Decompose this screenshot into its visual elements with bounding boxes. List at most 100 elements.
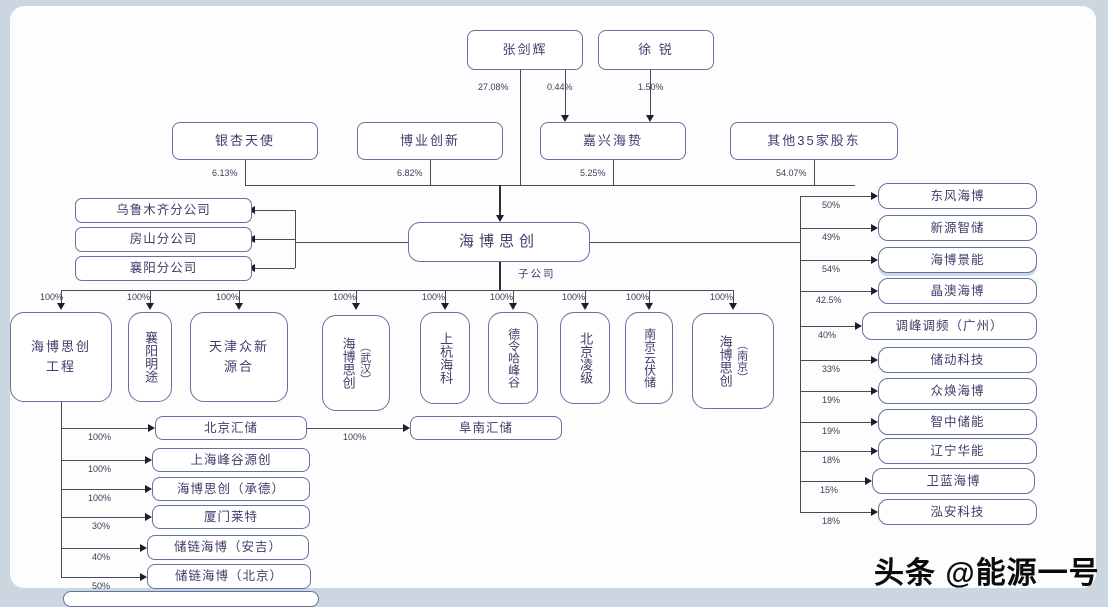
connector-line: [800, 326, 856, 327]
pct-label: 5.25%: [580, 168, 606, 178]
connector-line: [800, 391, 872, 392]
node-label: 储链海博（安吉）: [173, 540, 282, 555]
pct-label: 40%: [818, 330, 837, 340]
toutiao-watermark: 头条 @能源一号: [874, 557, 1100, 590]
arrow-right: [855, 322, 862, 330]
pct-label: 30%: [92, 521, 111, 531]
arrow-right: [403, 424, 410, 432]
connector-line: [650, 70, 651, 116]
node-label: 智中储能: [930, 414, 985, 429]
arrow-down: [496, 215, 504, 222]
pct-label: 100%: [490, 292, 514, 302]
arrow-right: [871, 387, 878, 395]
connector-line: [499, 262, 501, 290]
arrow-right: [140, 573, 147, 581]
pct-label: 6.13%: [212, 168, 238, 178]
node-haibosichuang: 海博思创: [408, 222, 590, 262]
connector-line: [245, 160, 246, 185]
connector-line: [61, 548, 141, 549]
node-zhizhong-chuneng: 智中储能: [878, 409, 1037, 435]
node-label: 北京汇储: [203, 420, 258, 435]
connector-line: [590, 242, 800, 243]
pct-label: 100%: [422, 292, 446, 302]
node-chulian-beijing: 储链海博（北京）: [147, 564, 311, 589]
arrow-down: [235, 303, 243, 310]
node-sub-nanjing-yunfuchu: 南京云伏储: [625, 312, 673, 404]
connector-line: [61, 290, 62, 304]
pct-label: 27.08%: [478, 82, 509, 92]
connector-line: [356, 290, 357, 304]
node-label: 南京云伏储: [642, 328, 657, 388]
node-label: 天津众新源合: [208, 338, 269, 374]
node-label: 德令哈峰谷: [506, 328, 521, 388]
node-label: 储动科技: [930, 352, 985, 367]
node-other-35-shareholders: 其他35家股东: [730, 122, 898, 160]
children-group-label: 子公司: [518, 268, 556, 280]
pct-label: 100%: [127, 292, 151, 302]
arrow-right: [871, 287, 878, 295]
node-sub-nanjing: 海博思创（南京）: [692, 313, 774, 409]
node-funan-huichu: 阜南汇储: [410, 416, 562, 440]
node-label: 泓安科技: [930, 504, 985, 519]
arrow-right: [865, 477, 872, 485]
pct-label: 50%: [822, 200, 841, 210]
arrow-right: [871, 418, 878, 426]
arrow-down: [57, 303, 65, 310]
node-label: 晶澳海博: [930, 283, 985, 298]
pct-label: 15%: [820, 485, 839, 495]
pct-label: 100%: [562, 292, 586, 302]
node-dongfeng-haibo: 东风海博: [878, 183, 1037, 209]
connector-line: [800, 228, 872, 229]
connector-line: [239, 290, 240, 304]
node-chengde: 海博思创（承德）: [152, 477, 310, 501]
connector-line: [800, 260, 872, 261]
pct-label: 19%: [822, 395, 841, 405]
node-label: 海博思创: [717, 335, 733, 387]
pct-label: 54.07%: [776, 168, 807, 178]
node-boye-chuangxin: 博业创新: [357, 122, 503, 160]
connector-line: [800, 291, 872, 292]
connector-line: [800, 360, 872, 361]
connector-line: [800, 512, 872, 513]
node-label: 博业创新: [399, 132, 460, 148]
node-label: 乌鲁木齐分公司: [116, 203, 211, 218]
pct-label: 100%: [88, 493, 112, 503]
arrow-down: [645, 303, 653, 310]
node-label: 新源智储: [930, 220, 985, 235]
connector-line: [800, 451, 872, 452]
node-label: 东风海博: [930, 188, 985, 203]
pct-label: 100%: [626, 292, 650, 302]
node-label: 其他35家股东: [767, 132, 861, 148]
node-label-suffix: （武汉）: [358, 341, 371, 385]
arrow-right: [871, 508, 878, 516]
arrow-down: [146, 303, 154, 310]
node-branch-fangshan: 房山分公司: [75, 227, 252, 252]
connector-line: [733, 290, 734, 304]
arrow-down: [441, 303, 449, 310]
arrow-right: [140, 544, 147, 552]
pct-label: 49%: [822, 232, 841, 242]
node-label: 海博思创工程: [30, 338, 91, 374]
node-branch-xiangyang: 襄阳分公司: [75, 256, 252, 281]
node-sub-engineering: 海博思创工程: [10, 312, 112, 402]
arrow-right: [148, 424, 155, 432]
connector-line: [61, 489, 146, 490]
connector-line: [814, 160, 815, 185]
arrow-right: [145, 485, 152, 493]
node-branch-urumqi: 乌鲁木齐分公司: [75, 198, 252, 223]
connector-line: [61, 577, 141, 578]
connector-line: [520, 70, 521, 185]
pct-label: 100%: [88, 432, 112, 442]
connector-line: [61, 290, 733, 291]
node-label: 徐 锐: [638, 41, 674, 57]
node-label: 卫蓝海博: [926, 473, 981, 488]
node-hongan-keji: 泓安科技: [878, 499, 1037, 525]
connector-line: [253, 268, 295, 269]
connector-line: [585, 290, 586, 304]
connector-line: [800, 196, 872, 197]
pct-label: 100%: [88, 464, 112, 474]
node-sub-delingha-fenggu: 德令哈峰谷: [488, 312, 538, 404]
pct-label: 50%: [92, 581, 111, 591]
arrow-down: [352, 303, 360, 310]
connector-line: [253, 210, 295, 211]
